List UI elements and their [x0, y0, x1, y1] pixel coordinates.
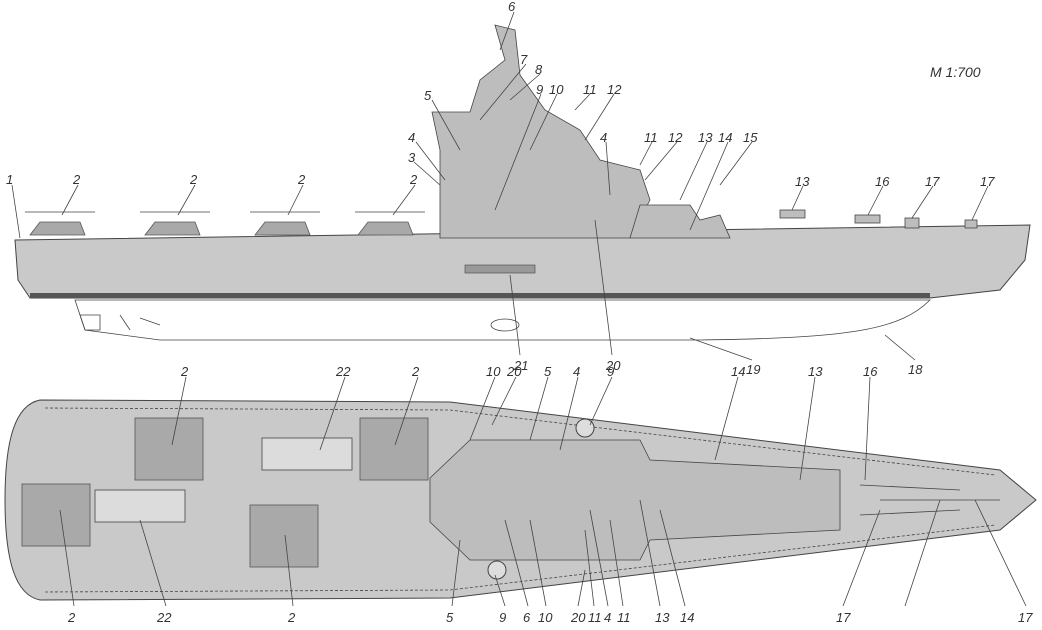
callout: 21: [513, 358, 528, 373]
callout: 13: [698, 130, 713, 145]
callout: 8: [535, 62, 543, 77]
deck-edge: [44, 407, 996, 593]
hull-profile: [14, 224, 1031, 299]
callout: 17: [980, 174, 995, 189]
callout: 10: [549, 82, 564, 97]
callout: 13: [808, 364, 823, 379]
callout: 17: [925, 174, 940, 189]
rudder-propeller: [79, 314, 161, 331]
helipad-4: [249, 504, 319, 568]
sonar-dome: [490, 318, 520, 332]
callout: 16: [863, 364, 878, 379]
callout: 9: [536, 82, 543, 97]
launcher-3: [904, 217, 920, 229]
side-labels-bottom: 21 20 19 18: [513, 358, 923, 377]
plan-view: 2 22 2 10 20 5 4 9 14 13 16 2 22 2 5 9 6…: [4, 364, 1037, 625]
elevator-2: [94, 489, 186, 523]
helipad-3: [21, 483, 91, 547]
side-view: M 1:700 1 2 2 2 2 3 4 5 6 7 8 9 10 11 12…: [6, 0, 1031, 377]
callout: 4: [604, 610, 611, 625]
callout: 11: [588, 610, 602, 625]
callout: 18: [908, 362, 923, 377]
callout: 2: [180, 364, 189, 379]
callout: 9: [499, 610, 506, 625]
superstructure: [431, 24, 651, 239]
callout: 20: [570, 610, 586, 625]
callout: 5: [424, 88, 432, 103]
callout: 13: [795, 174, 810, 189]
forward-structure: [629, 204, 731, 239]
callout: 19: [746, 362, 760, 377]
callout: 14: [680, 610, 694, 625]
launcher-2: [854, 214, 881, 224]
callout: 11: [644, 130, 658, 145]
callout: 14: [718, 130, 732, 145]
island-plan: [429, 439, 841, 561]
callout: 13: [655, 610, 670, 625]
callout: 14: [731, 364, 745, 379]
side-labels-top: 1 2 2 2 2 3 4 5 6 7 8 9 10 11 12 4 11 12…: [6, 0, 995, 189]
callout: 12: [668, 130, 683, 145]
callout: 2: [72, 172, 81, 187]
callout: 2: [287, 610, 296, 625]
callout: 11: [617, 610, 631, 625]
callout: 12: [607, 82, 622, 97]
callout: 2: [409, 172, 418, 187]
callout: 16: [875, 174, 890, 189]
callout: 20: [605, 358, 621, 373]
launcher-4: [964, 219, 978, 229]
callout: 4: [408, 130, 415, 145]
callout: 4: [573, 364, 580, 379]
scale-label: M 1:700: [930, 64, 981, 80]
callout: 15: [743, 130, 758, 145]
callout: 5: [446, 610, 454, 625]
callout: 10: [538, 610, 553, 625]
callout: 17: [836, 610, 851, 625]
plan-labels-top: 2 22 2 10 20 5 4 9 14 13 16: [180, 364, 878, 379]
helipad-1: [134, 417, 204, 481]
launcher-1: [779, 209, 806, 219]
callout: 2: [189, 172, 198, 187]
underwater-hull: [74, 299, 931, 341]
callout: 2: [67, 610, 76, 625]
callout: 9: [607, 364, 614, 379]
callout: 2: [297, 172, 306, 187]
plan-labels-bottom: 2 22 2 5 9 6 10 20 11 4 11 13 14 17 17: [67, 610, 1033, 625]
gun-mount-1: [575, 418, 595, 438]
callout: 2: [411, 364, 420, 379]
callout: 20: [506, 364, 522, 379]
gun-mount-2: [487, 560, 507, 580]
callout: 10: [486, 364, 501, 379]
helicopters-side: [25, 211, 425, 236]
callout: 17: [1018, 610, 1033, 625]
boat-recess: [464, 264, 536, 274]
callout: 3: [408, 150, 416, 165]
boot-topping-band: [30, 293, 930, 298]
callout: 22: [156, 610, 172, 625]
callout: 5: [544, 364, 552, 379]
callout: 22: [335, 364, 351, 379]
callout: 11: [583, 82, 597, 97]
callout: 7: [520, 52, 528, 67]
callout: 4: [600, 130, 607, 145]
callout: 6: [508, 0, 516, 14]
callout: 1: [6, 172, 13, 187]
helipad-2: [359, 417, 429, 481]
callout: 6: [523, 610, 531, 625]
elevator-1: [261, 437, 353, 471]
